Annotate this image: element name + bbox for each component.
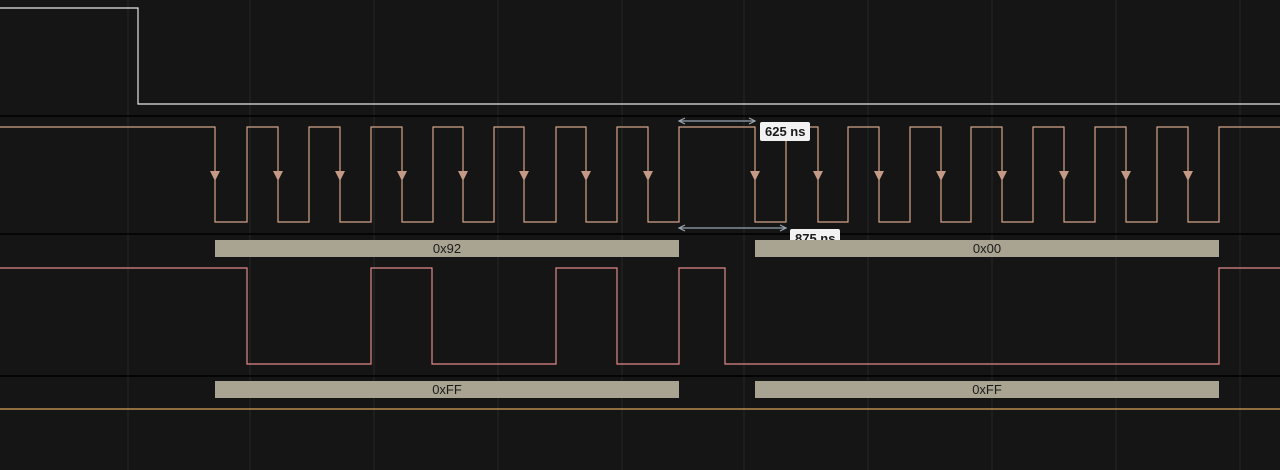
- time-grid: [127, 0, 1241, 470]
- data-signal-trace[interactable]: [0, 267, 1280, 365]
- miso-decode-byte-1[interactable]: 0xFF: [215, 381, 679, 398]
- clock-edge-marker-icon: [273, 171, 283, 181]
- miso-decode-byte-2[interactable]: 0xFF: [755, 381, 1219, 398]
- clock-edge-marker-icon: [643, 171, 653, 181]
- clock-edge-marker-icon: [335, 171, 345, 181]
- clock-edge-marker-icon: [1059, 171, 1069, 181]
- mosi-decode-byte-2[interactable]: 0x00: [755, 240, 1219, 257]
- timing-measurements: [677, 117, 788, 232]
- measure-arrow-icon: [779, 224, 788, 232]
- lane-dividers: [0, 115, 1280, 377]
- clock-edge-marker-icon: [458, 171, 468, 181]
- clock-signal-trace[interactable]: [0, 126, 1280, 223]
- clock-edge-marker-icon: [397, 171, 407, 181]
- clock-edge-marker-icon: [874, 171, 884, 181]
- clock-edge-marker-icon: [936, 171, 946, 181]
- clock-edge-markers: [210, 171, 1193, 181]
- measure-arrow-icon: [677, 224, 686, 232]
- clock-edge-marker-icon: [1121, 171, 1131, 181]
- clock-edge-marker-icon: [750, 171, 760, 181]
- clock-edge-marker-icon: [813, 171, 823, 181]
- clock-edge-marker-icon: [210, 171, 220, 181]
- clock-edge-marker-icon: [997, 171, 1007, 181]
- clock-edge-marker-icon: [519, 171, 529, 181]
- measure-arrow-icon: [677, 117, 686, 125]
- clock-edge-marker-icon: [581, 171, 591, 181]
- measure-arrow-icon: [748, 117, 757, 125]
- period-measure-label: 625 ns: [760, 122, 811, 141]
- enable-signal-trace[interactable]: [0, 7, 1280, 105]
- clock-edge-marker-icon: [1183, 171, 1193, 181]
- mosi-decode-byte-1[interactable]: 0x92: [215, 240, 679, 257]
